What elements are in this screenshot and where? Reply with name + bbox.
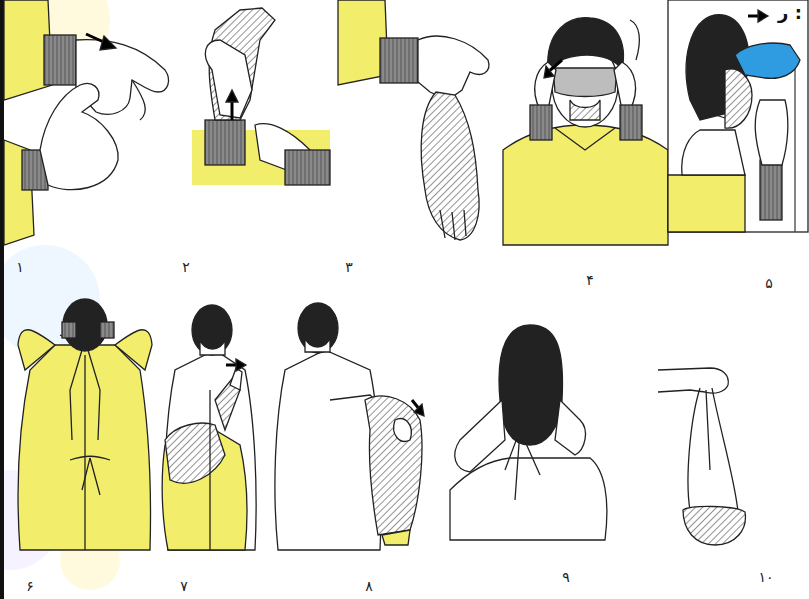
- panel-gown-pull-part: [236, 359, 246, 371]
- panel-mask-removal-part: [668, 175, 745, 232]
- panel-glove-drop-part: [418, 36, 489, 100]
- panel-glove-drop-part: [421, 92, 479, 240]
- panel-gown-pull-part: [192, 305, 232, 355]
- panel-gown-roll-part: [305, 338, 330, 352]
- panel-goggles-removal-part: [555, 128, 615, 150]
- panel-glove-peel-part: [44, 35, 76, 85]
- corner-text: ر :: [778, 3, 802, 23]
- step-number: ۸: [365, 579, 373, 594]
- panel-mask-removal-part: [794, 60, 795, 232]
- panel-gown-roll-part: [275, 350, 381, 550]
- panel-mask-removal: [668, 0, 808, 232]
- panel-gown-pull: [162, 305, 256, 550]
- panel-mask-discard-part: [658, 368, 728, 393]
- panel-gown-roll: [275, 303, 424, 550]
- panel-goggles-removal-part: [620, 105, 642, 140]
- panel-mask-discard: [658, 368, 745, 545]
- panel-mask-removal-part: [755, 100, 788, 165]
- panel-gown-untie: [18, 299, 152, 550]
- panel-mask-discard-part: [683, 506, 745, 545]
- panel-gown-roll-part: [414, 404, 424, 416]
- panel-mask-removal-part: [758, 10, 768, 22]
- panel-glove-peel-part: [100, 36, 116, 50]
- panel-goggles-removal-part: [630, 20, 639, 60]
- panel-mask-untie-part: [505, 420, 540, 500]
- panel-mask-discard-part: [688, 388, 738, 512]
- panel-mask-removal-part: [725, 69, 752, 128]
- panel-gown-untie-part: [18, 345, 150, 550]
- panel-glove-inside-out: [192, 8, 330, 185]
- panel-mask-untie: [450, 325, 607, 540]
- panel-gown-roll-part: [382, 530, 410, 545]
- panel-mask-removal-part: [682, 130, 745, 175]
- step-number: ۹: [562, 570, 570, 585]
- panel-glove-peel-part: [132, 80, 145, 120]
- panel-gown-untie-part: [70, 456, 110, 495]
- panel-glove-peel-part: [40, 83, 118, 189]
- panel-mask-untie-part: [455, 400, 505, 472]
- panel-mask-untie-part: [555, 400, 585, 455]
- panel-gown-pull-part: [209, 390, 210, 550]
- step-number: ۲: [182, 260, 190, 275]
- panel-goggles-removal-part: [503, 125, 668, 245]
- panel-mask-removal-part: [760, 160, 782, 220]
- panel-glove-drop-part: [440, 210, 466, 240]
- panel-goggles-removal: [503, 18, 668, 245]
- panel-gown-roll-part: [365, 396, 422, 535]
- panel-glove-drop: [338, 0, 489, 240]
- panel-goggles-removal-part: [553, 68, 617, 97]
- panel-glove-peel: [4, 0, 169, 245]
- panel-gown-pull-part: [200, 340, 225, 355]
- panel-glove-inside-out-part: [205, 40, 252, 118]
- panel-glove-inside-out-part: [205, 120, 245, 165]
- step-number: ۱: [16, 260, 24, 275]
- panel-gown-untie-part: [115, 330, 152, 370]
- panel-goggles-removal-part: [570, 100, 600, 120]
- panel-gown-untie-part: [62, 322, 76, 338]
- step-number: ۳: [345, 260, 353, 275]
- step-number: ۷: [180, 579, 188, 594]
- step-number: ۴: [586, 273, 594, 288]
- step-number: ۶: [26, 579, 34, 594]
- panel-mask-untie-part: [450, 458, 607, 540]
- panel-gown-untie-part: [18, 330, 55, 370]
- panel-mask-removal-part: [735, 43, 800, 78]
- panel-mask-removal-part: [700, 72, 725, 118]
- panel-gown-untie-part: [84, 355, 85, 550]
- panel-gown-untie-part: [100, 322, 114, 338]
- panel-gown-roll-part: [394, 419, 412, 442]
- panel-gown-pull-part: [165, 423, 225, 483]
- panel-goggles-removal-part: [614, 62, 636, 110]
- panel-mask-untie-part: [499, 325, 562, 445]
- panel-goggles-removal-part: [530, 105, 552, 140]
- panel-glove-inside-out-part: [226, 90, 238, 102]
- panel-mask-removal-part: [668, 0, 808, 232]
- step-number: ۵: [765, 276, 773, 291]
- panel-gown-roll-part: [298, 303, 338, 353]
- step-number: ۱۰: [758, 570, 773, 585]
- panel-goggles-removal-part: [544, 66, 554, 78]
- panel-glove-drop-part: [380, 38, 418, 83]
- panel-glove-inside-out-part: [285, 150, 330, 185]
